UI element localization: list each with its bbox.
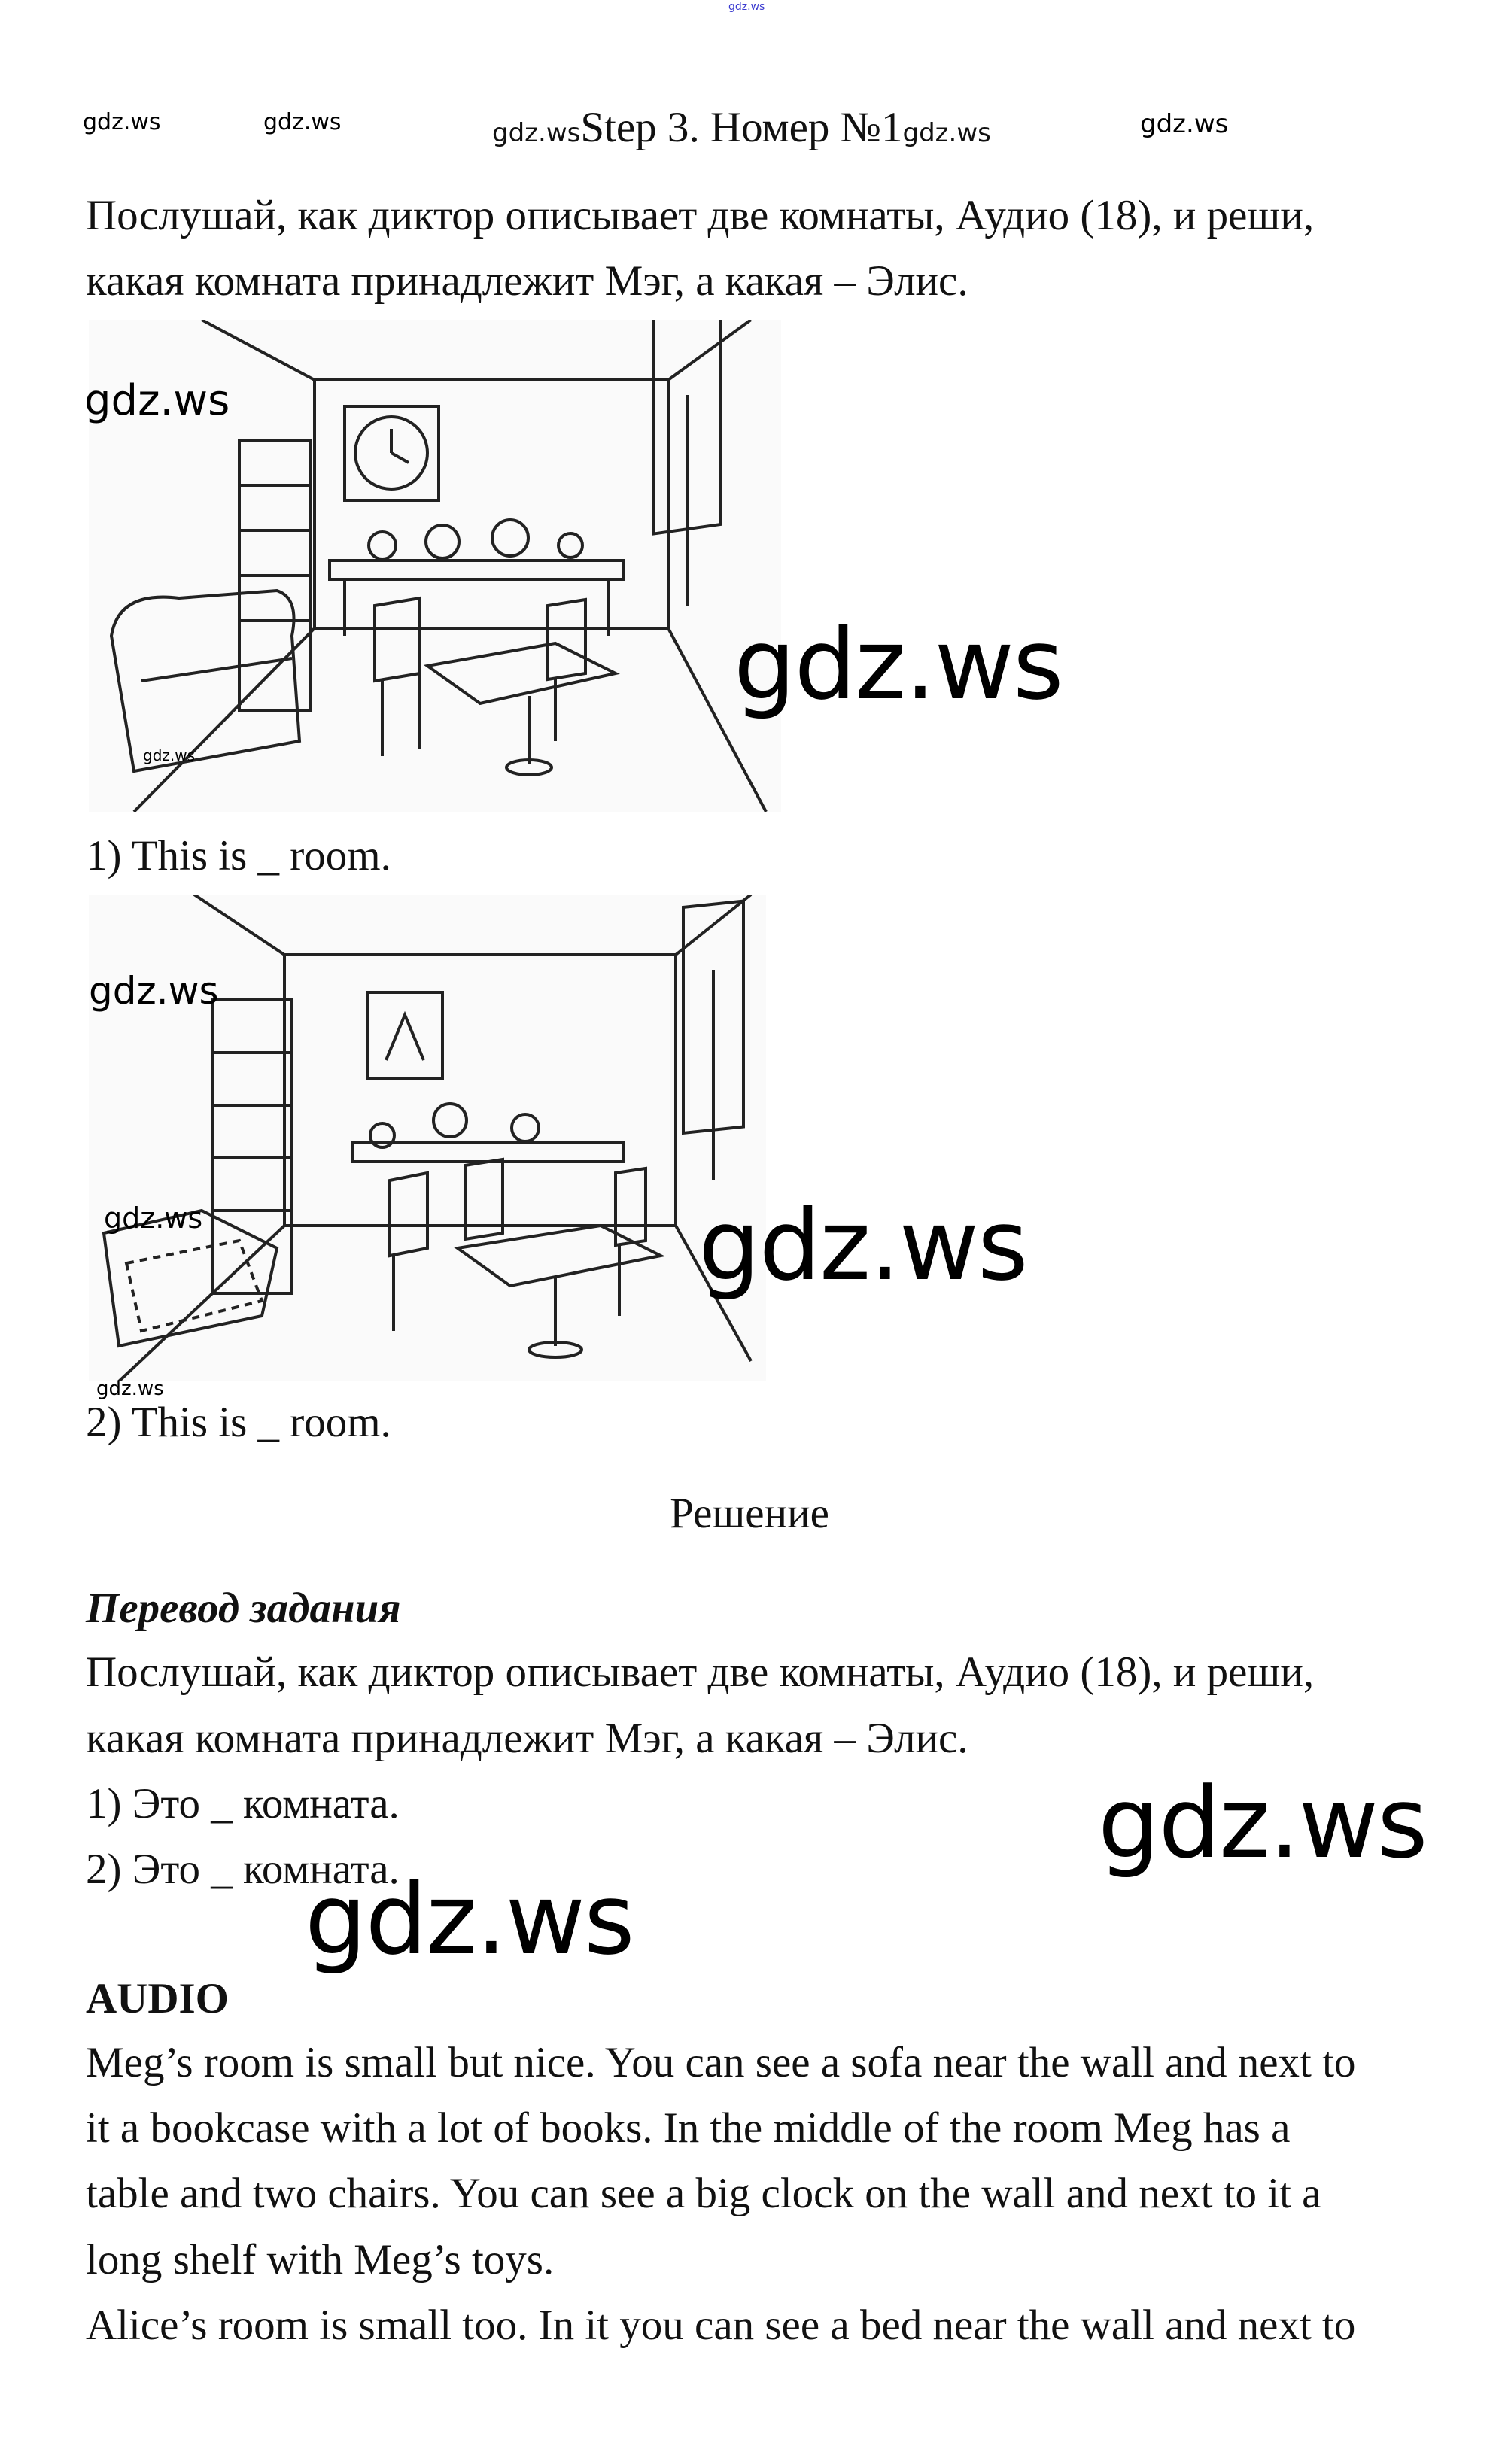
translation-heading: Перевод задания [86,1584,401,1632]
audio-heading: AUDIO [86,1975,230,2022]
solution-heading: Решение [670,1490,829,1537]
watermark: gdz.ws [84,376,230,425]
watermark: gdz.ws [1098,1766,1428,1880]
watermark: gdz.ws [492,118,581,148]
translation-line-2: какая комната принадлежит Мэг, а какая –… [86,1715,968,1762]
audio-line: table and two chairs. You can see a big … [86,2170,1321,2217]
watermark: gdz.ws [104,1202,203,1235]
task-line-2: какая комната принадлежит Мэг, а какая –… [86,257,968,305]
watermark: gdz.ws [305,1862,635,1976]
watermark-top: gdz.ws [728,1,765,13]
audio-line: Meg’s room is small but nice. You can se… [86,2039,1356,2086]
watermark: gdz.ws [143,746,196,764]
room-picture-2 [89,895,766,1381]
page-title-text: Step 3. Номер №1 [580,104,903,151]
audio-line: it a bookcase with a lot of books. In th… [86,2104,1291,2152]
watermark: gdz.ws [698,1188,1029,1302]
page-title: gdz.wsStep 3. Номер №1gdz.ws [492,105,991,156]
watermark: gdz.ws [902,118,991,148]
watermark: gdz.ws [263,109,342,135]
task-item-2: 2) This is _ room. [86,1399,391,1446]
watermark: gdz.ws [1140,109,1229,139]
room-picture-1 [89,320,781,812]
translation-line-1: Послушай, как диктор описывает две комна… [86,1648,1315,1696]
translation-item-1: 1) Это _ комната. [86,1780,400,1827]
translation-item-2: 2) Это _ комната. [86,1846,400,1893]
watermark: gdz.ws [734,607,1064,722]
watermark: gdz.ws [96,1378,164,1400]
task-line-1: Послушай, как диктор описывает две комна… [86,192,1315,239]
task-item-1: 1) This is _ room. [86,832,391,880]
audio-line: Alice’s room is small too. In it you can… [86,2301,1356,2349]
watermark: gdz.ws [83,109,161,135]
audio-line: long shelf with Meg’s toys. [86,2236,555,2283]
watermark: gdz.ws [89,969,219,1013]
